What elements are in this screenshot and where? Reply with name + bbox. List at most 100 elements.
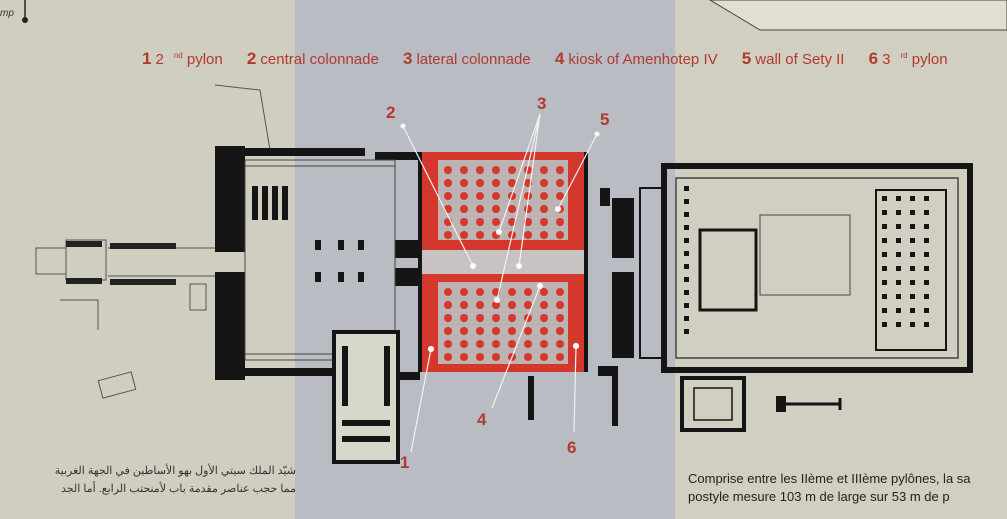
inner-pillar (910, 266, 915, 271)
column (556, 301, 564, 309)
inner-pillar (924, 238, 929, 243)
inner-pillar (684, 264, 689, 269)
inner-pillar (882, 294, 887, 299)
column (476, 192, 484, 200)
column (556, 353, 564, 361)
column (556, 179, 564, 187)
inner-pillar (882, 196, 887, 201)
column (476, 327, 484, 335)
column (492, 166, 500, 174)
column (492, 205, 500, 213)
column (460, 166, 468, 174)
inner-pillar (896, 252, 901, 257)
column (476, 288, 484, 296)
inner-pillar (882, 252, 887, 257)
inner-pillar (896, 322, 901, 327)
column (444, 205, 452, 213)
inner-pillar (924, 266, 929, 271)
column (476, 353, 484, 361)
column (540, 218, 548, 226)
inner-pillar (882, 308, 887, 313)
column (460, 192, 468, 200)
inner-pillar (896, 280, 901, 285)
column (444, 192, 452, 200)
column (540, 314, 548, 322)
callout-2: 2 (386, 103, 396, 122)
corner-note: mp (0, 8, 14, 19)
column (492, 340, 500, 348)
french-caption: Comprise entre les IIème et IIIème pylôn… (688, 471, 971, 504)
column (556, 314, 564, 322)
column (444, 301, 452, 309)
first-court-walls (215, 146, 420, 380)
column (508, 288, 516, 296)
inner-pillar (910, 280, 915, 285)
column (556, 192, 564, 200)
column (524, 288, 532, 296)
callout-1: 1 (400, 453, 410, 472)
column (524, 231, 532, 239)
column (460, 205, 468, 213)
column (556, 231, 564, 239)
inner-pillar (910, 210, 915, 215)
inner-pillar (910, 252, 915, 257)
column (556, 218, 564, 226)
inner-pillar (684, 251, 689, 256)
callout-4: 4 (477, 410, 487, 429)
inner-pillar (924, 252, 929, 257)
inner-pillar (924, 280, 929, 285)
column (476, 205, 484, 213)
inner-pillar (924, 224, 929, 229)
inner-pillar (684, 199, 689, 204)
inner-pillar (910, 196, 915, 201)
column (460, 314, 468, 322)
callout-6: 6 (567, 438, 577, 457)
third-pylon (528, 188, 634, 426)
column (540, 353, 548, 361)
column (556, 327, 564, 335)
inner-pillar (684, 225, 689, 230)
column (556, 288, 564, 296)
inner-pillar (882, 210, 887, 215)
column (476, 166, 484, 174)
inner-pillar (896, 196, 901, 201)
column (460, 301, 468, 309)
column (476, 231, 484, 239)
column (460, 231, 468, 239)
inner-pillar (910, 322, 915, 327)
column (476, 340, 484, 348)
column (460, 179, 468, 187)
column (540, 301, 548, 309)
inner-pillar (684, 277, 689, 282)
column (444, 231, 452, 239)
inner-pillar (896, 224, 901, 229)
column (476, 301, 484, 309)
column (508, 166, 516, 174)
inner-pillar (684, 186, 689, 191)
inner-pillar (910, 294, 915, 299)
column (444, 179, 452, 187)
column (492, 314, 500, 322)
inner-pillar (896, 210, 901, 215)
column (492, 301, 500, 309)
column (476, 179, 484, 187)
column (444, 327, 452, 335)
column (524, 301, 532, 309)
inner-pillar (896, 238, 901, 243)
column (460, 218, 468, 226)
column (524, 218, 532, 226)
column (460, 340, 468, 348)
inner-pillar (882, 322, 887, 327)
inner-pillar (896, 294, 901, 299)
callout-5: 5 (600, 110, 610, 129)
inner-pillar (684, 290, 689, 295)
column (508, 205, 516, 213)
ramesses-temple (332, 330, 400, 464)
inner-pillar (684, 238, 689, 243)
column (460, 327, 468, 335)
column (524, 192, 532, 200)
column (524, 327, 532, 335)
